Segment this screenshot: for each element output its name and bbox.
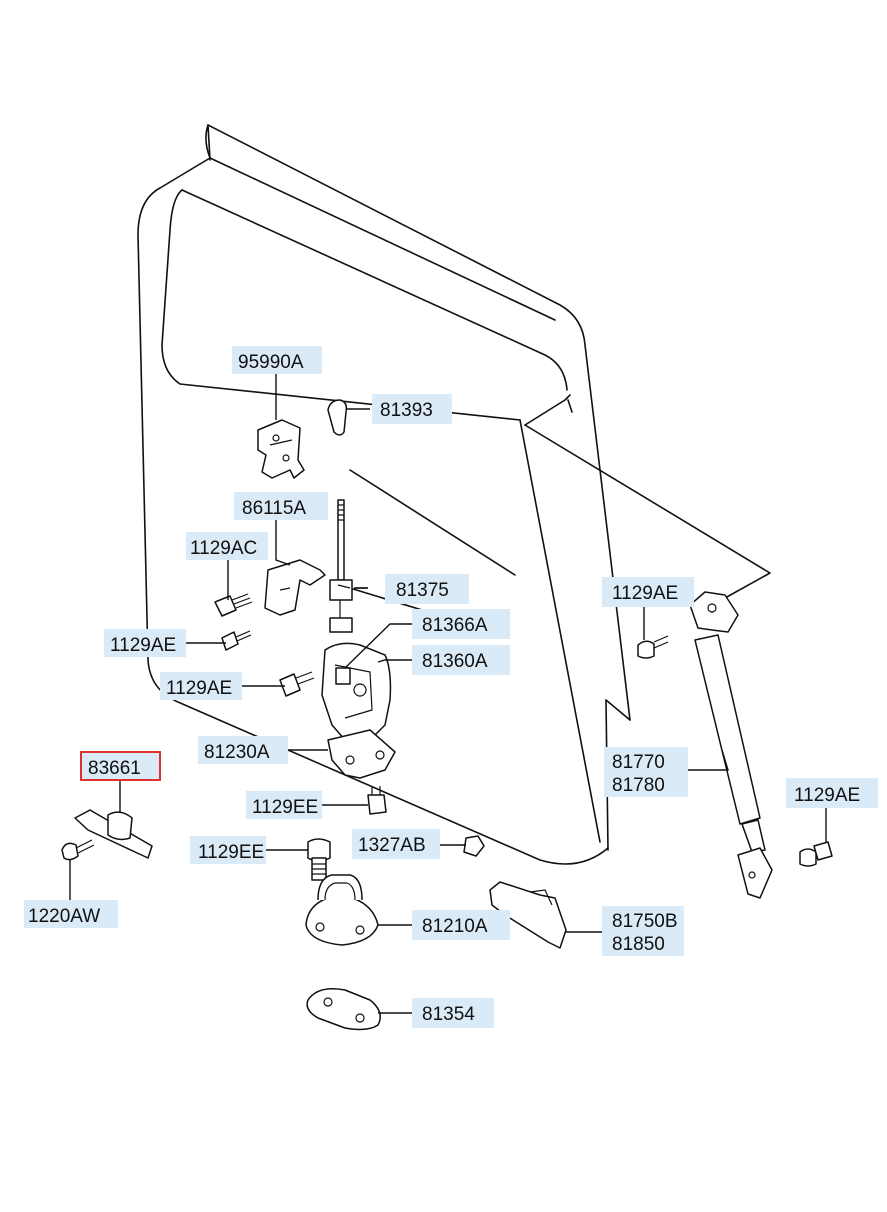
part-1129AC-bolt — [214, 593, 253, 617]
part-81770-gas-strut — [689, 591, 773, 899]
part-1129AE-bolt-right — [637, 635, 669, 659]
label-81770-81780[interactable]: 81770 81780 — [604, 747, 688, 797]
label-1327AB[interactable]: 1327AB — [352, 829, 440, 859]
part-1129AE-bolt-far — [799, 841, 833, 867]
label-1129AE-right[interactable]: 1129AE — [602, 577, 694, 607]
label-1129EE-1[interactable]: 1129EE — [246, 791, 322, 819]
label-1220AW-text: 1220AW — [28, 906, 100, 927]
label-1129AC[interactable]: 1129AC — [186, 532, 268, 560]
part-1129AE-screw-2 — [279, 671, 315, 697]
tailgate-panel — [137, 124, 771, 865]
part-1129AE-screw-1 — [221, 630, 252, 651]
part-81354-plate — [306, 988, 381, 1031]
label-81230A-text: 81230A — [204, 742, 270, 763]
label-81375[interactable]: 81375 — [385, 574, 469, 604]
label-83661[interactable]: 83661 — [80, 751, 161, 781]
part-81210A-striker — [305, 874, 379, 946]
leader-lines — [69, 374, 827, 1014]
label-1327AB-text: 1327AB — [358, 835, 426, 856]
label-1129AE-right-text: 1129AE — [612, 583, 678, 604]
label-1129EE-2-text: 1129EE — [198, 842, 264, 863]
part-1327AB-nut — [463, 835, 485, 857]
label-81850-text: 81850 — [612, 934, 665, 955]
label-81366A-text: 81366A — [422, 615, 488, 636]
label-81393[interactable]: 81393 — [372, 394, 452, 424]
label-81210A-text: 81210A — [422, 916, 488, 937]
label-83661-text: 83661 — [88, 758, 141, 779]
part-81230A-base — [327, 729, 396, 779]
part-86115A-bracket — [264, 559, 326, 616]
label-1129EE-1-text: 1129EE — [252, 797, 318, 818]
label-1129AE-left1[interactable]: 1129AE — [104, 629, 186, 657]
part-81393-pin — [327, 399, 348, 436]
part-1129EE-bolt-2 — [307, 838, 331, 881]
label-81780-text: 81780 — [612, 775, 665, 796]
label-1129AE-far[interactable]: 1129AE — [786, 778, 878, 808]
label-81360A-text: 81360A — [422, 651, 488, 672]
label-81230A[interactable]: 81230A — [198, 736, 288, 764]
part-81375-rod — [329, 499, 353, 633]
label-1129AE-left2-text: 1129AE — [166, 678, 232, 699]
label-1129AC-text: 1129AC — [190, 538, 257, 559]
label-81354-text: 81354 — [422, 1004, 475, 1025]
label-86115A[interactable]: 86115A — [234, 492, 328, 520]
label-81770-text: 81770 — [612, 752, 665, 773]
part-1129EE-bolt-1 — [367, 786, 387, 815]
label-81354[interactable]: 81354 — [412, 998, 494, 1028]
label-1129AE-left1-text: 1129AE — [110, 635, 176, 656]
label-81360A[interactable]: 81360A — [412, 645, 510, 675]
label-81750B-81850[interactable]: 81750B 81850 — [602, 906, 684, 956]
label-81393-text: 81393 — [380, 400, 433, 421]
part-83661-t-handle — [74, 809, 153, 859]
label-81366A[interactable]: 81366A — [412, 609, 510, 639]
part-1220AW-screw — [61, 839, 95, 861]
label-86115A-text: 86115A — [242, 498, 306, 519]
label-81375-text: 81375 — [396, 580, 449, 601]
label-95990A[interactable]: 95990A — [232, 346, 322, 374]
highlight-box — [80, 751, 161, 781]
label-1220AW[interactable]: 1220AW — [24, 900, 118, 928]
label-1129AE-left2[interactable]: 1129AE — [160, 672, 242, 700]
label-1129EE-2[interactable]: 1129EE — [190, 836, 266, 864]
label-1129AE-far-text: 1129AE — [794, 785, 860, 806]
label-81750B-text: 81750B — [612, 911, 678, 932]
label-81210A[interactable]: 81210A — [412, 910, 510, 940]
part-95990A-bracket — [257, 419, 305, 479]
label-95990A-text: 95990A — [238, 352, 304, 373]
